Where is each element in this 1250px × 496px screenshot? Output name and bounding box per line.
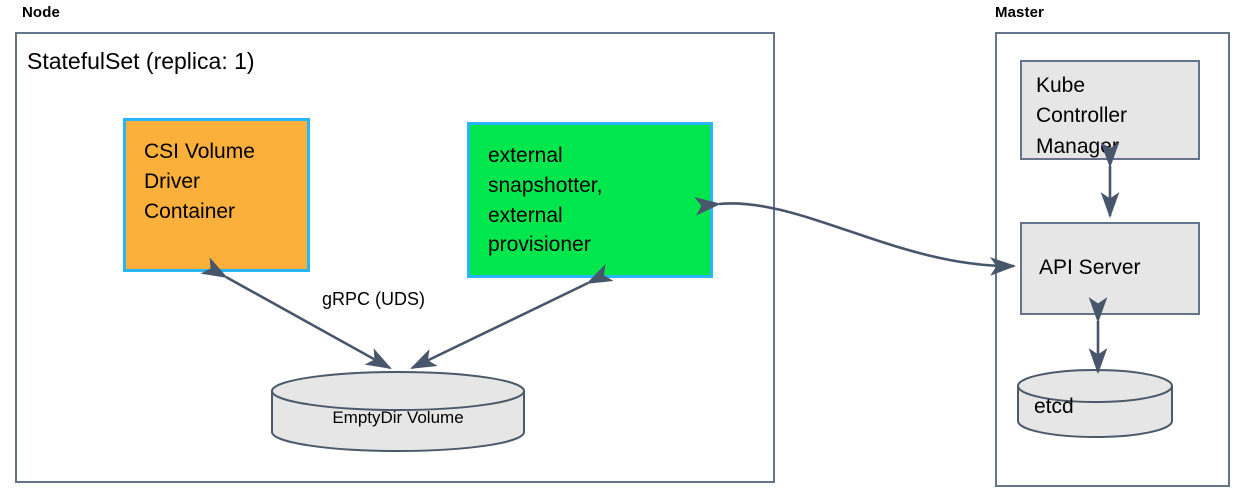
emptydir-volume-label: EmptyDir Volume	[332, 408, 464, 427]
sidecar-line-3: external	[488, 203, 563, 227]
master-zone-label: Master	[995, 4, 1044, 21]
api-server-label: API Server	[1039, 256, 1141, 280]
kcm-line-2: Controller	[1036, 104, 1128, 128]
arrow-sidecars-api-server	[694, 197, 1017, 276]
arrow-sidecars-emptydir	[410, 264, 614, 370]
etcd-label: etcd	[1034, 395, 1074, 418]
statefulset-title: StatefulSet (replica: 1)	[27, 48, 255, 74]
sidecar-line-1: external	[488, 144, 563, 167]
sidecar-line-4: provisioner	[488, 233, 591, 257]
node-zone-label: Node	[22, 4, 60, 21]
kcm-line-3: Manager	[1036, 134, 1119, 158]
sidecar-line-2: snapshotter,	[488, 173, 603, 197]
csi-driver-line-2: Driver	[144, 169, 200, 193]
csi-volume-driver-container-box[interactable]: CSI Volume Driver Container	[123, 118, 310, 272]
external-sidecars-container-box[interactable]: external snapshotter, external provision…	[467, 122, 713, 278]
api-server-box[interactable]: API Server	[1020, 222, 1200, 315]
csi-driver-line-1: CSI Volume	[144, 140, 255, 163]
arrow-csi-driver-emptydir	[200, 257, 392, 370]
csi-driver-line-3: Container	[144, 199, 236, 223]
grpc-uds-edge-label: gRPC (UDS)	[322, 289, 426, 309]
emptydir-volume-cylinder[interactable]	[271, 371, 525, 452]
etcd-cylinder[interactable]	[1017, 369, 1173, 438]
kcm-line-1: Kube	[1036, 74, 1086, 97]
